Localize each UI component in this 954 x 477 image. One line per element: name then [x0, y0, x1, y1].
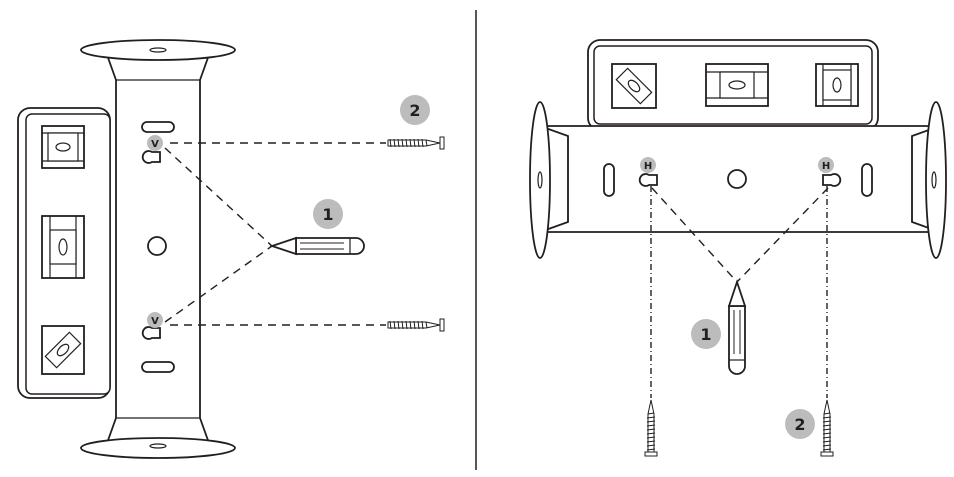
screw-left-right — [644, 399, 658, 457]
guide-lines-left — [164, 142, 386, 326]
guide-lines-right — [650, 186, 829, 398]
screw-top-left — [387, 136, 445, 150]
badge-v-top: V — [147, 135, 163, 151]
step-number: 1 — [700, 325, 711, 344]
keyhole-left — [638, 173, 658, 187]
step-number: 2 — [794, 415, 805, 434]
step-badge-left-2: 2 — [400, 95, 430, 125]
left-panel — [17, 39, 445, 459]
keyhole-label-v-top: V — [151, 139, 159, 150]
step-number: 1 — [322, 205, 333, 224]
keyhole-right — [822, 173, 842, 187]
pencil-right — [727, 279, 747, 375]
horizontal-mount — [529, 101, 947, 259]
screw-right-right — [820, 399, 834, 457]
badge-v-bottom: V — [147, 312, 163, 328]
keyhole-top — [141, 150, 161, 164]
step-number: 2 — [409, 101, 420, 120]
badge-h-left: H — [640, 157, 656, 173]
step-badge-right-1: 1 — [691, 319, 721, 349]
pencil-left — [269, 236, 365, 256]
keyhole-label-v-bottom: V — [151, 316, 159, 327]
step-badge-left-1: 1 — [313, 199, 343, 229]
right-panel — [529, 39, 947, 457]
vertical-mount — [80, 39, 236, 459]
level-box-horizontal — [587, 39, 879, 131]
screw-bottom-left — [387, 318, 445, 332]
badge-h-right: H — [818, 157, 834, 173]
level-box-vertical — [17, 107, 111, 399]
keyhole-bottom — [141, 326, 161, 340]
keyhole-label-h-left: H — [644, 161, 652, 172]
step-badge-right-2: 2 — [785, 409, 815, 439]
keyhole-label-h-right: H — [822, 161, 830, 172]
